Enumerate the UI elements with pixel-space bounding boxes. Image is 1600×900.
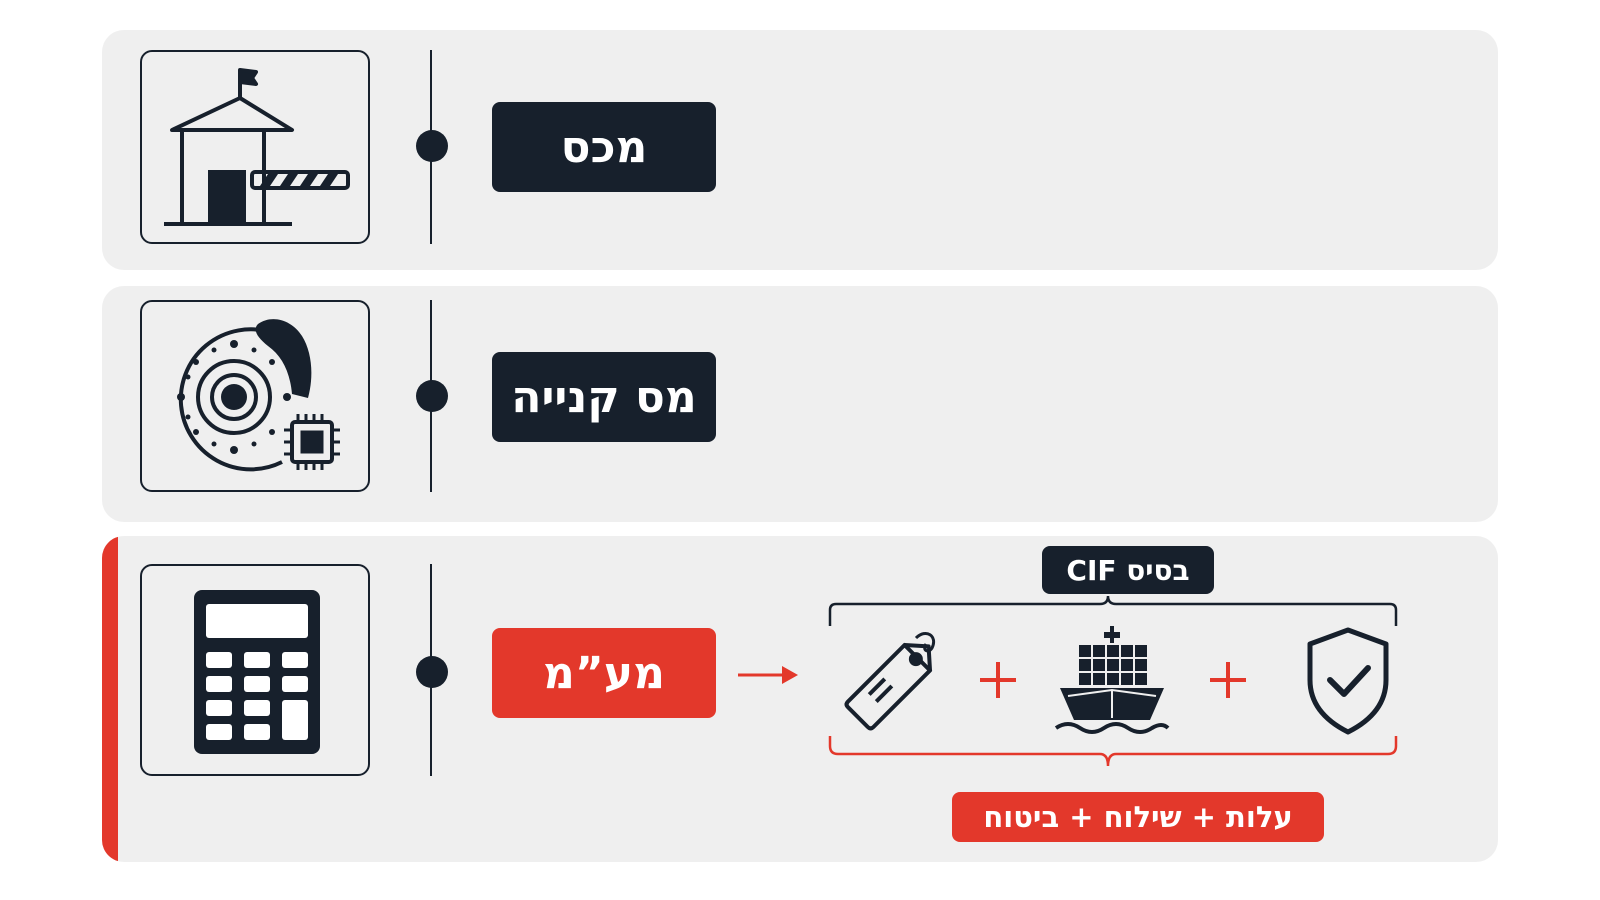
bottom-bracket: [828, 736, 1398, 767]
highlight-bar: [102, 536, 118, 862]
arrow-right-icon: [738, 666, 798, 684]
timeline-dot: [416, 656, 448, 688]
shield-check-icon: [1307, 627, 1389, 735]
cargo-ship-icon: [1054, 626, 1170, 734]
price-tag-icon: [844, 632, 935, 731]
customs-row: מכס: [102, 30, 1498, 270]
vat-row: מע”מ בסיס CIF: [102, 536, 1498, 862]
timeline-dot: [416, 130, 448, 162]
cif-basis-label: בסיס CIF: [1042, 546, 1214, 594]
brake-disc-chip-icon: [177, 319, 340, 472]
vat-label: מע”מ: [492, 628, 716, 718]
cost-shipping-insurance-label: עלות + שילוח + ביטוח: [952, 792, 1324, 842]
customs-gate-icon: [164, 68, 350, 226]
top-bracket: [828, 595, 1398, 626]
customs-icon-box: [140, 50, 370, 244]
purchase-tax-label: מס קנייה: [492, 352, 716, 442]
customs-label: מכס: [492, 102, 716, 192]
plus-icon: [1210, 662, 1246, 698]
purchase-tax-row: מס קנייה: [102, 286, 1498, 522]
calculator-icon: [194, 590, 320, 754]
purchase-tax-icon-box: [140, 300, 370, 492]
plus-icon: [980, 662, 1016, 698]
vat-icon-box: [140, 564, 370, 776]
timeline-dot: [416, 380, 448, 412]
